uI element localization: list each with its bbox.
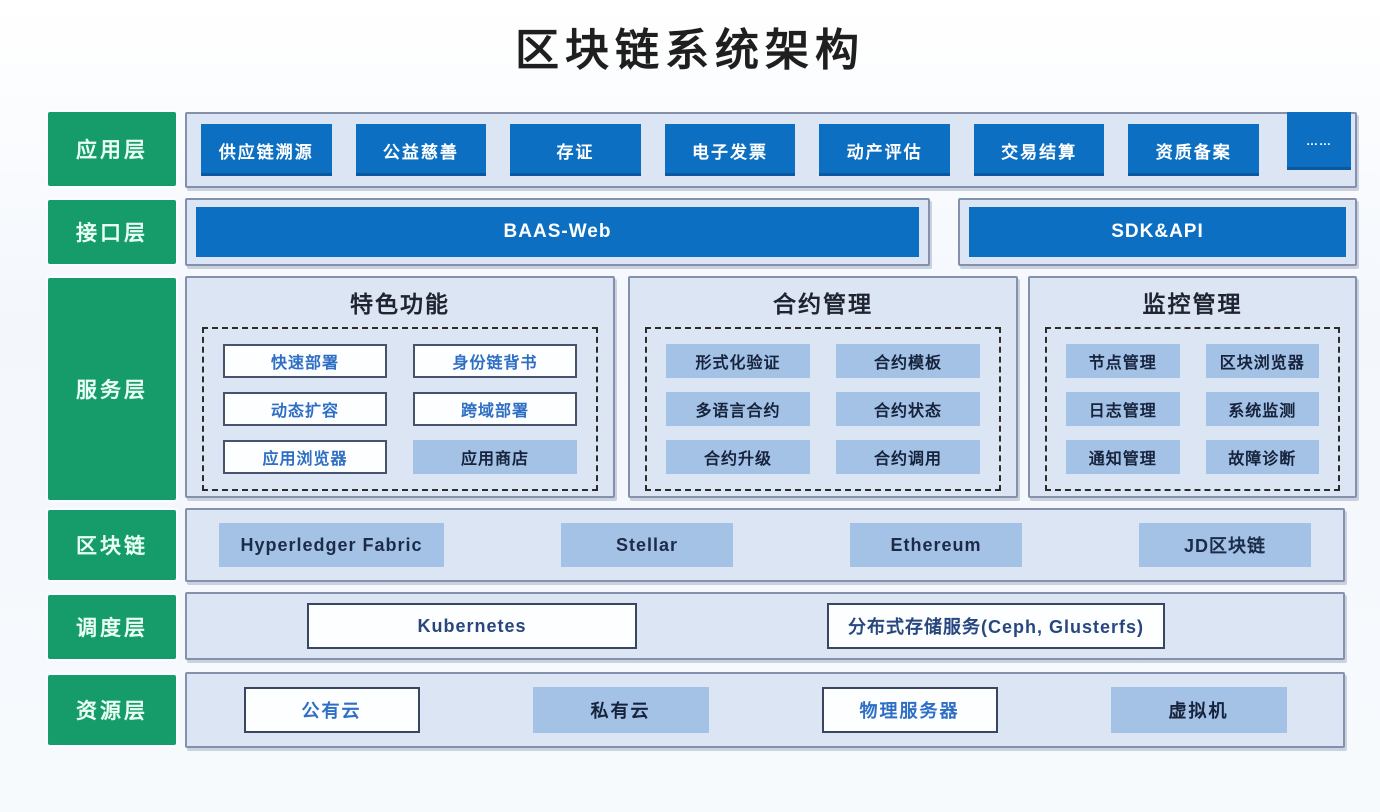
resource-layer-panel: 公有云 私有云 物理服务器 虚拟机: [185, 672, 1345, 748]
app-chip-evidence: 存证: [510, 124, 641, 176]
svc-chip-rapid-deploy: 快速部署: [223, 344, 387, 378]
group-title-monitoring: 监控管理: [1142, 291, 1243, 317]
svc-chip-cross-domain-deploy: 跨域部署: [413, 392, 577, 426]
svc-chip-contract-invoke: 合约调用: [836, 440, 980, 474]
feature-functions-dashed-box: 快速部署 身份链背书 动态扩容 跨域部署 应用浏览器 应用商店: [202, 327, 598, 491]
group-title-features: 特色功能: [350, 291, 450, 317]
layer-label-blockchain: 区块链: [48, 510, 176, 580]
svc-chip-identity-endorsement: 身份链背书: [413, 344, 577, 378]
scheduling-layer-panel: Kubernetes 分布式存储服务(Ceph, Glusterfs): [185, 592, 1345, 660]
svc-chip-contract-upgrade: 合约升级: [666, 440, 810, 474]
blockchain-layer-panel: Hyperledger Fabric Stellar Ethereum JD区块…: [185, 508, 1345, 582]
svc-chip-log-management: 日志管理: [1066, 392, 1180, 426]
layer-label-scheduling: 调度层: [48, 595, 176, 659]
chain-chip-stellar: Stellar: [561, 523, 733, 567]
app-chip-supply-chain-trace: 供应链溯源: [201, 124, 332, 176]
app-chip-charity: 公益慈善: [355, 124, 487, 176]
svc-chip-formal-verification: 形式化验证: [666, 344, 810, 378]
sched-box-distributed-storage: 分布式存储服务(Ceph, Glusterfs): [827, 603, 1165, 649]
svc-chip-multilang-contract: 多语言合约: [666, 392, 810, 426]
sdk-api-bar: SDK&API: [969, 207, 1346, 257]
layer-label-application: 应用层: [48, 112, 176, 186]
page-title: 区块链系统架构: [515, 26, 865, 75]
svc-chip-notification-management: 通知管理: [1066, 440, 1180, 474]
layer-label-interface: 接口层: [48, 200, 176, 264]
chain-chip-hyperledger-fabric: Hyperledger Fabric: [219, 523, 444, 567]
contract-management-dashed-box: 形式化验证 合约模板 多语言合约 合约状态 合约升级 合约调用: [645, 327, 1001, 491]
chain-chip-ethereum: Ethereum: [850, 523, 1022, 567]
app-chip-trade-settlement: 交易结算: [973, 124, 1105, 176]
res-box-public-cloud: 公有云: [243, 687, 420, 733]
baas-web-bar: BAAS-Web: [196, 207, 919, 257]
app-chip-qualification-filing: 资质备案: [1128, 124, 1260, 176]
res-box-private-cloud: 私有云: [532, 687, 709, 733]
baas-web-panel: BAAS-Web: [185, 198, 930, 266]
layer-label-service: 服务层: [48, 278, 176, 500]
monitoring-management-group: 监控管理 节点管理 区块浏览器 日志管理 系统监测 通知管理 故障诊断: [1028, 276, 1357, 498]
group-title-contract: 合约管理: [773, 291, 873, 317]
res-box-virtual-machine: 虚拟机: [1110, 687, 1287, 733]
sdk-api-panel: SDK&API: [958, 198, 1357, 266]
svc-chip-fault-diagnosis: 故障诊断: [1205, 440, 1319, 474]
layer-label-resource: 资源层: [48, 675, 176, 745]
svc-chip-contract-template: 合约模板: [836, 344, 980, 378]
svc-chip-block-browser: 区块浏览器: [1205, 344, 1319, 378]
svc-chip-node-management: 节点管理: [1066, 344, 1180, 378]
svc-chip-dynamic-scaling: 动态扩容: [223, 392, 387, 426]
svc-chip-app-store: 应用商店: [413, 440, 577, 474]
app-chip-asset-appraisal: 动产评估: [819, 124, 950, 176]
svc-chip-app-browser: 应用浏览器: [223, 440, 387, 474]
app-chip-e-invoice: 电子发票: [664, 124, 796, 176]
svc-chip-system-monitoring: 系统监测: [1205, 392, 1319, 426]
feature-functions-group: 特色功能 快速部署 身份链背书 动态扩容 跨域部署 应用浏览器 应用商店: [185, 276, 615, 498]
chain-chip-jd-blockchain: JD区块链: [1139, 523, 1311, 567]
app-chip-more-ellipsis: ……: [1287, 112, 1351, 170]
monitoring-management-dashed-box: 节点管理 区块浏览器 日志管理 系统监测 通知管理 故障诊断: [1045, 327, 1340, 491]
contract-management-group: 合约管理 形式化验证 合约模板 多语言合约 合约状态 合约升级 合约调用: [628, 276, 1018, 498]
svc-chip-contract-status: 合约状态: [836, 392, 980, 426]
sched-box-kubernetes: Kubernetes: [307, 603, 637, 649]
application-layer-panel: 供应链溯源 公益慈善 存证 电子发票 动产评估 交易结算 资质备案 ……: [185, 112, 1357, 188]
res-box-physical-server: 物理服务器: [821, 687, 998, 733]
